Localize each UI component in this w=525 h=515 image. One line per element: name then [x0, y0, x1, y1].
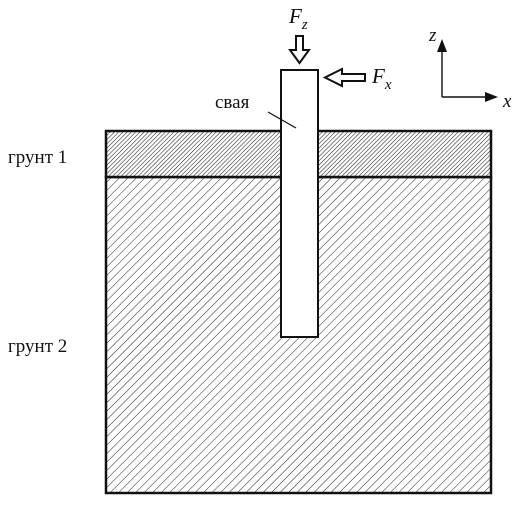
- force-x-symbol: F: [371, 64, 385, 88]
- coordinate-axes: [437, 39, 498, 102]
- force-x-label: Fx: [371, 64, 392, 93]
- force-z-arrow: [288, 35, 311, 65]
- force-x-arrow: [322, 67, 366, 88]
- soil-2-label: грунт 2: [8, 336, 67, 357]
- force-z-subscript: z: [301, 17, 308, 33]
- x-axis-label: x: [502, 91, 512, 112]
- force-x-subscript: x: [384, 77, 392, 93]
- z-axis-label: z: [428, 25, 437, 46]
- z-axis-arrowhead: [437, 39, 447, 52]
- x-axis-arrowhead: [485, 92, 498, 102]
- force-z-label: Fz: [288, 4, 308, 33]
- pile: [280, 69, 319, 338]
- force-z-symbol: F: [288, 4, 302, 28]
- soil-1-label: грунт 1: [8, 147, 67, 168]
- pile-leader-line: [267, 111, 297, 129]
- pile-label: свая: [215, 92, 250, 113]
